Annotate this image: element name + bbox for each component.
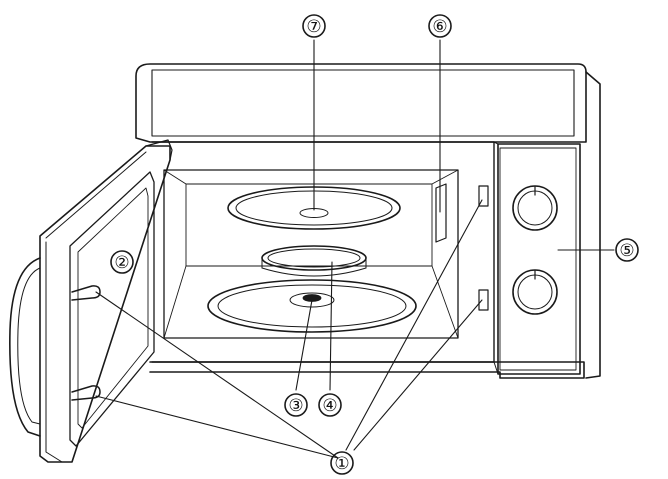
callout-1-label: ① <box>334 454 349 474</box>
callout-2-label: ② <box>114 253 129 273</box>
timer-knob[interactable] <box>512 185 558 231</box>
glass-tray-installed <box>207 279 417 333</box>
callout-1: ① <box>330 451 354 475</box>
callout-3: ③ <box>284 393 308 417</box>
waveguide-cover <box>435 183 447 243</box>
cavity-edge-tr <box>431 169 459 185</box>
cabinet-right-side <box>585 71 601 379</box>
cavity-frame <box>151 141 495 363</box>
cabinet-top-inner <box>151 69 575 137</box>
door-hinge <box>145 139 173 161</box>
callout-6: ⑥ <box>428 14 452 38</box>
microwave-door[interactable] <box>39 139 173 463</box>
callout-6-label: ⑥ <box>432 17 447 37</box>
roller-ring-exploded <box>261 245 367 277</box>
door-window <box>69 171 155 447</box>
door-window-inner <box>77 187 149 429</box>
interlock-slot-upper <box>478 185 489 207</box>
door-handle[interactable] <box>9 257 41 437</box>
callout-7: ⑦ <box>302 14 326 38</box>
interlock-slot-lower <box>478 289 489 311</box>
callout-5: ⑤ <box>615 238 639 262</box>
callout-7-label: ⑦ <box>306 17 321 37</box>
cavity-edge-br <box>431 265 459 339</box>
control-panel <box>493 141 581 375</box>
latch-hook-lower <box>71 385 101 401</box>
cavity-edge-tl <box>163 169 187 185</box>
cabinet-base <box>149 361 585 379</box>
door-outer <box>39 145 171 463</box>
door-edge-inner <box>45 151 147 463</box>
callout-4: ④ <box>318 393 342 417</box>
cabinet-top <box>135 63 587 143</box>
callout-3-label: ③ <box>288 396 303 416</box>
callout-2: ② <box>110 250 134 274</box>
cavity-opening <box>163 169 459 339</box>
latch-hook-upper <box>71 285 101 301</box>
microwave-cabinet <box>135 63 601 379</box>
cavity-edge-bl <box>163 265 187 339</box>
leader-lines <box>95 39 615 459</box>
callout-4-label: ④ <box>322 396 337 416</box>
callout-5-label: ⑤ <box>619 241 634 261</box>
door-latch-hooks <box>71 285 101 401</box>
power-knob[interactable] <box>512 269 558 315</box>
oven-cavity <box>163 169 459 339</box>
